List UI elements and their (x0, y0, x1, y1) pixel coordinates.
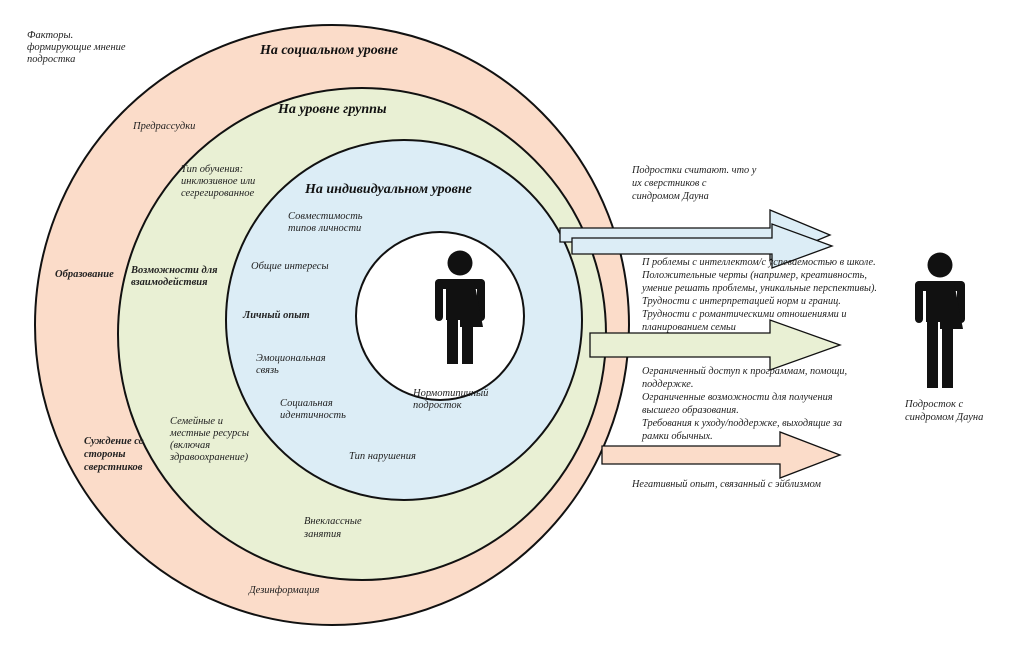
negative-arrow (601, 431, 842, 479)
individual-level-title: На индивидуальном уровне (304, 182, 472, 197)
misinformation-label: Дезинформация (248, 585, 320, 596)
group-level-title: На уровне группы (277, 102, 387, 117)
social-level-title: На социальном уровне (259, 43, 398, 58)
compatibility-label: Совместимость типов личности (288, 211, 365, 234)
negative-experience-note: Негативный опыт, связанный с эйблизмом (631, 479, 821, 490)
limits-note: Ограниченный доступ к программам, помощи… (641, 366, 850, 442)
down-syndrome-teen-icon (915, 252, 965, 388)
identity-label: Социальная идентичность (280, 398, 346, 421)
limits-arrow (589, 319, 842, 371)
emotional-label: Эмоциональная связь (256, 353, 328, 376)
disorder-type-label: Тип нарушения (349, 451, 416, 462)
traits-arrow (571, 223, 834, 269)
learning-type-label: Тип обучения: инклюзивное или сегрегиров… (181, 164, 258, 199)
education-label: Образование (55, 269, 114, 280)
peer-judgment-label: Суждение со стороны сверстников (84, 436, 147, 473)
interests-label: Общие интересы (251, 261, 329, 272)
corner-label: Факторы. формирующие мнение подростка (27, 30, 128, 65)
resources-label: Семейные и местные ресурсы (включая здра… (169, 416, 252, 463)
typical-teen-icon (435, 250, 485, 364)
experience-label: Личный опыт (242, 310, 310, 321)
interaction-label: Возможности для взаимодействия (130, 265, 220, 288)
traits-note: П роблемы с интеллектом/с успеваемостью … (641, 257, 880, 333)
perception-note: Подростки считают. что у их сверстников … (631, 165, 759, 202)
prejudice-label: Предрассудки (132, 121, 195, 132)
extracurricular-label: Внеклассные занятия (303, 516, 364, 540)
down-syndrome-teen-label: Подросток с синдромом Дауна (904, 399, 983, 423)
typical-teen-label: Нормотипичный подросток (412, 388, 491, 411)
